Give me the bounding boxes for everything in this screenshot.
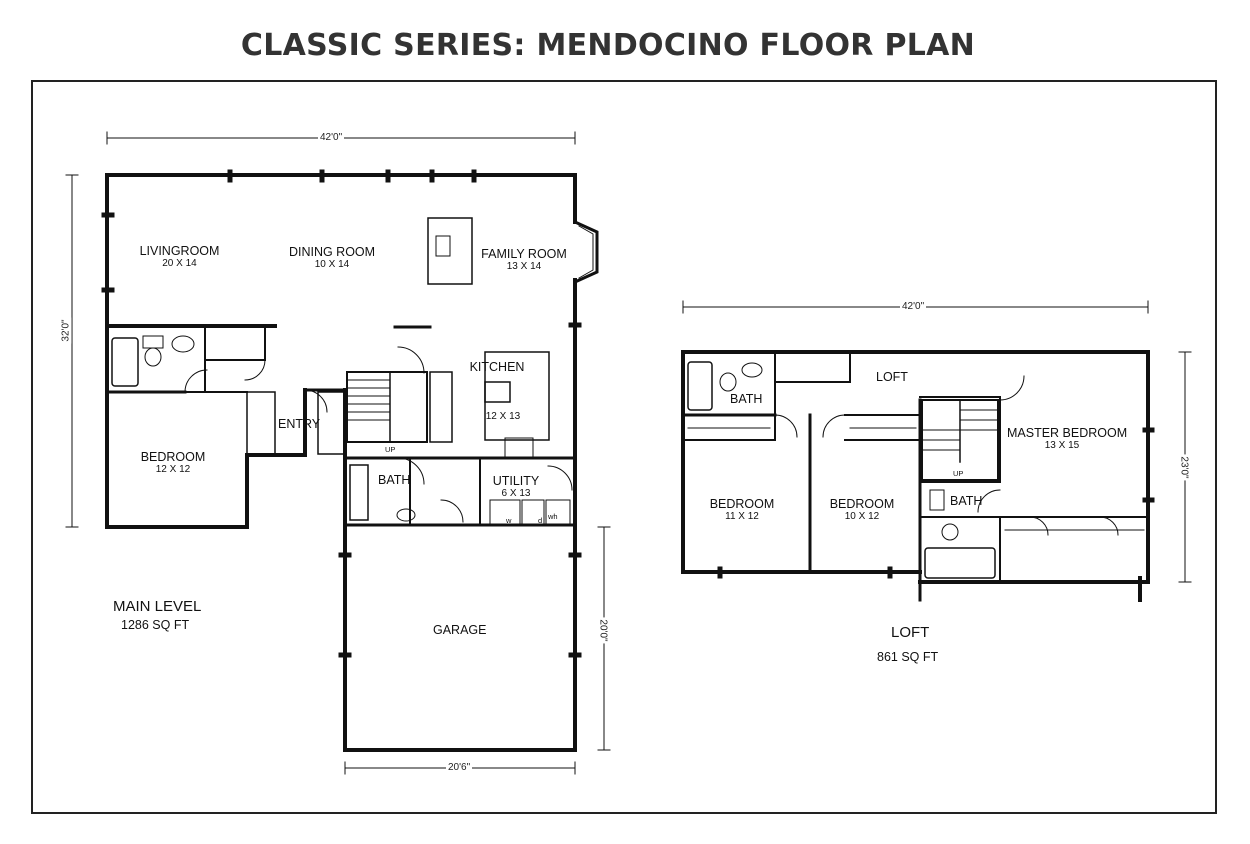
main-level-area: 1286 SQ FT xyxy=(121,618,190,632)
room-name: BEDROOM xyxy=(709,497,775,511)
room-size: 13 X 14 xyxy=(506,261,542,272)
room-name: LIVINGROOM xyxy=(139,244,220,258)
washer-mark: w xyxy=(506,516,512,525)
main-level-walls xyxy=(101,169,599,752)
kitchen-size: 12 X 13 xyxy=(485,411,521,422)
water-heater-mark: wh xyxy=(548,512,558,521)
room-size: 13 X 15 xyxy=(1044,440,1080,451)
dryer-mark: d xyxy=(538,516,543,525)
room-entry: ENTRY xyxy=(278,417,321,431)
room-name: BEDROOM xyxy=(140,450,206,464)
room-kitchen: KITCHEN xyxy=(462,360,532,374)
room-loft-bath: BATH xyxy=(730,392,763,406)
room-loft-bedroom-2: BEDROOM 10 X 12 xyxy=(822,497,902,523)
loft-name: LOFT xyxy=(891,624,930,641)
room-size: 10 X 14 xyxy=(314,259,350,270)
room-utility: UTILITY 6 X 13 xyxy=(484,474,548,500)
drawing-frame xyxy=(31,80,1217,814)
loft-stair-up-mark: UP xyxy=(953,469,964,478)
main-depth-dim: 32'0" xyxy=(60,317,72,344)
room-name: BEDROOM xyxy=(829,497,895,511)
room-family-room: FAMILY ROOM 13 X 14 xyxy=(474,247,574,273)
loft-depth-dim: 23'0" xyxy=(1178,454,1190,481)
room-master-bedroom: MASTER BEDROOM 13 X 15 xyxy=(1007,426,1128,452)
room-name: UTILITY xyxy=(492,474,540,488)
room-loft: LOFT xyxy=(876,370,908,384)
room-bedroom: BEDROOM 12 X 12 xyxy=(128,450,218,476)
main-level-name: MAIN LEVEL xyxy=(113,598,202,615)
room-size: 10 X 12 xyxy=(844,511,880,522)
garage-depth-dim: 20'0" xyxy=(597,617,609,644)
room-garage: GARAGE xyxy=(433,623,487,637)
page-title: CLASSIC SERIES: MENDOCINO FLOOR PLAN xyxy=(240,28,976,63)
loft-area: 861 SQ FT xyxy=(877,650,939,664)
room-size: 6 X 13 xyxy=(501,488,531,499)
loft-width-dim: 42'0" xyxy=(900,301,927,312)
main-width-dim: 42'0" xyxy=(318,132,345,143)
room-size: 12 X 12 xyxy=(155,464,191,475)
room-master-bath: BATH xyxy=(950,494,983,508)
room-name: FAMILY ROOM xyxy=(481,247,567,261)
loft-walls xyxy=(681,350,1155,602)
room-dining-room: DINING ROOM 10 X 14 xyxy=(282,245,382,271)
room-name: MASTER BEDROOM xyxy=(1007,426,1128,440)
room-livingroom: LIVINGROOM 20 X 14 xyxy=(132,244,227,270)
room-loft-bedroom-1: BEDROOM 11 X 12 xyxy=(702,497,782,523)
stair-up-mark: UP xyxy=(385,445,396,454)
room-name: DINING ROOM xyxy=(288,245,376,259)
room-size: 11 X 12 xyxy=(725,511,759,522)
room-bath: BATH xyxy=(378,473,411,487)
room-size: 20 X 14 xyxy=(162,258,197,269)
room-name: KITCHEN xyxy=(469,360,525,374)
garage-width-dim: 20'6" xyxy=(446,762,473,773)
